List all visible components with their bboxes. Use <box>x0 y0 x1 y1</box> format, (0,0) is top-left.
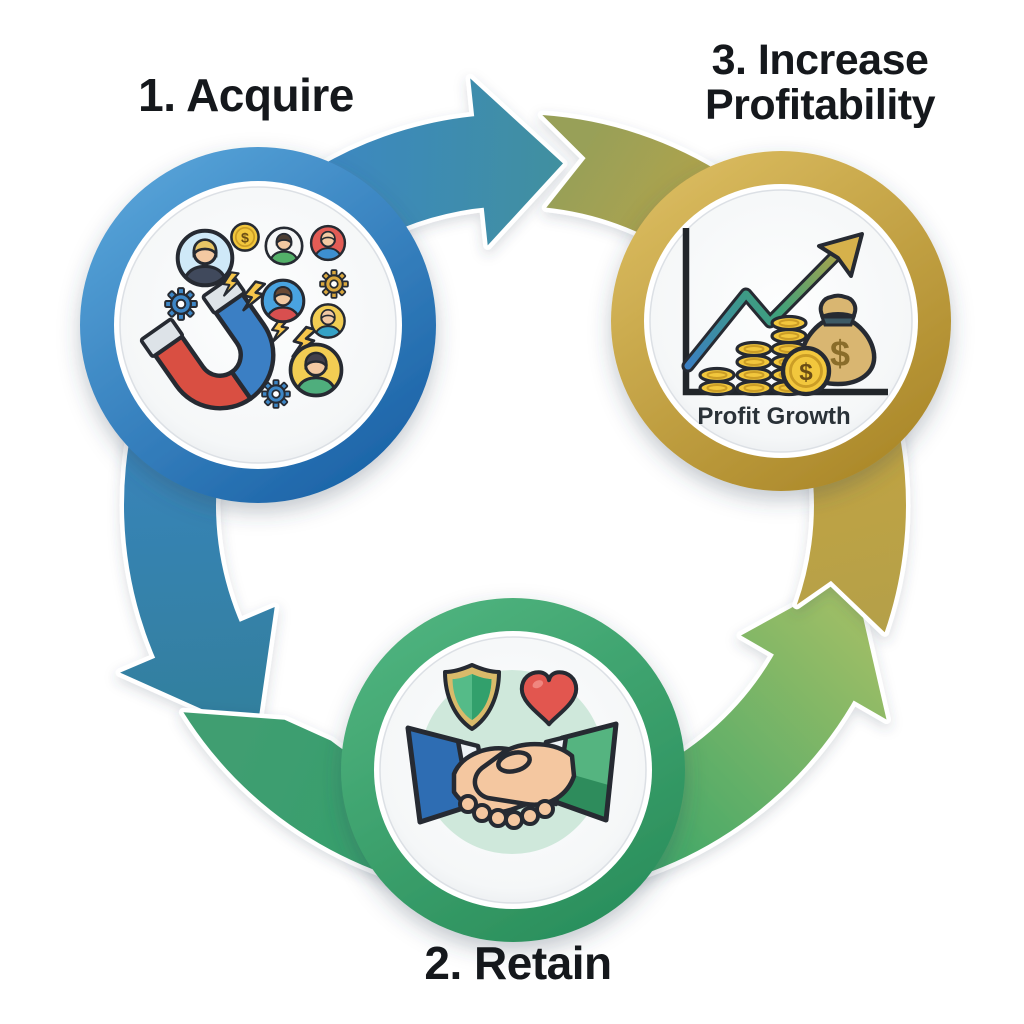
growth-chart-icon: $ <box>681 228 888 396</box>
dollar-coin-icon <box>783 348 829 394</box>
retain-stage-label: 2. Retain <box>424 937 612 989</box>
stage-circle-profitability: $ Profit Growth <box>611 151 951 491</box>
heart-icon <box>519 670 579 727</box>
gear-icon <box>319 269 349 299</box>
profitability-stage-label: 3. Increase Profitability <box>704 36 936 129</box>
svg-text:$: $ <box>830 333 850 374</box>
growth-line <box>684 244 847 370</box>
handshake-icon <box>405 721 619 830</box>
magnet-icon <box>139 274 276 411</box>
profit-growth-caption: Profit Growth <box>697 403 850 430</box>
stage-circle-acquire <box>80 147 436 503</box>
acquire-stage-label: 1. Acquire <box>138 69 354 121</box>
dollar-coin-icon <box>230 222 260 252</box>
chart-axis <box>682 228 888 396</box>
rising-arrow-icon <box>817 232 864 278</box>
shield-icon <box>443 663 501 731</box>
gear-icon <box>164 287 198 321</box>
gear-icon <box>261 379 291 409</box>
stage-circle-retain <box>341 598 685 942</box>
